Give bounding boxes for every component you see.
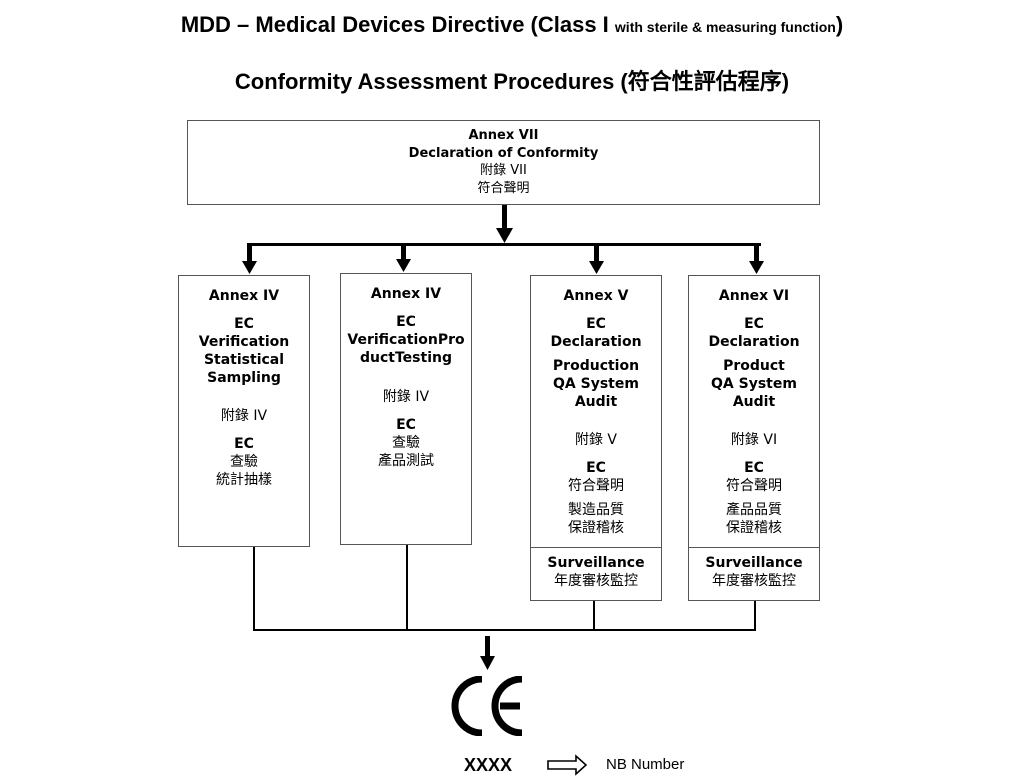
- annex-label: Annex IV: [208, 288, 280, 304]
- procedure-line: Declaration: [550, 334, 642, 350]
- procedure-line: Sampling: [207, 370, 281, 386]
- surveillance-label-zh: 年度審核監控: [712, 573, 796, 589]
- procedure-line: Audit: [574, 394, 618, 410]
- procedure-line-zh: 統計抽樣: [216, 472, 272, 488]
- connector-ce-stem: [485, 636, 490, 657]
- procedure-line: Product: [723, 358, 785, 374]
- procedure-line-zh: 產品品質: [726, 502, 782, 518]
- procedure-line: Audit: [732, 394, 776, 410]
- annex-label-zh: 附錄 VI: [730, 432, 778, 448]
- ec-label: EC: [586, 460, 606, 476]
- procedure-line: EC: [744, 316, 764, 332]
- arrow-to-box-4: [749, 245, 764, 274]
- surveillance-label: Surveillance: [705, 555, 803, 571]
- procedure-line-zh: 符合聲明: [568, 478, 624, 494]
- annex-label-zh: 附錄 VII: [480, 163, 527, 178]
- annex-label: Annex VII: [468, 128, 539, 143]
- procedure-line-zh: 製造品質: [568, 502, 624, 518]
- procedure-line: Declaration: [708, 334, 800, 350]
- procedure-line-zh: 符合聲明: [726, 478, 782, 494]
- procedure-line: EC: [234, 316, 254, 332]
- procedure-name: Declaration of Conformity: [408, 145, 599, 161]
- ce-mark-logo: [451, 676, 523, 736]
- procedure-name-zh: 符合聲明: [477, 180, 530, 196]
- procedure-line-zh: 產品測試: [378, 453, 434, 469]
- procedure-line-zh: 查驗: [392, 435, 420, 451]
- annex-label-zh: 附錄 IV: [220, 408, 268, 424]
- nb-number-label: NB Number: [606, 756, 685, 773]
- arrow-to-box-1: [242, 245, 257, 274]
- connector-top-arrowhead: [496, 228, 513, 243]
- procedure-line: Statistical: [203, 352, 285, 368]
- annex-label: Annex V: [563, 288, 629, 304]
- ec-label: EC: [234, 436, 254, 452]
- connector-distribution-line: [247, 243, 761, 246]
- arrow-to-box-3: [589, 245, 604, 274]
- nb-number-arrow-icon: [547, 754, 588, 776]
- procedure-line: Verification: [198, 334, 290, 350]
- title-line-2: Conformity Assessment Procedures (符合性評估程…: [234, 69, 790, 94]
- annex-iv-product-testing-box: Annex IV EC VerificationPro ductTesting …: [340, 273, 472, 545]
- title-line-1: MDD – Medical Devices Directive (Class I…: [180, 12, 844, 37]
- procedure-line: QA System: [553, 376, 639, 392]
- procedure-line: EC: [396, 314, 416, 330]
- connector-top-stem: [502, 205, 507, 229]
- surveillance-label-zh: 年度審核監控: [554, 573, 638, 589]
- ec-label: EC: [744, 460, 764, 476]
- arrow-to-box-2: [396, 245, 411, 272]
- connector-collector: [253, 545, 756, 631]
- procedure-line: ductTesting: [360, 350, 452, 366]
- annex-label: Annex VI: [718, 288, 790, 304]
- procedure-line: VerificationPro: [347, 332, 465, 348]
- annex-label-zh: 附錄 V: [574, 432, 618, 448]
- nb-number-placeholder: XXXX: [464, 755, 513, 775]
- procedure-line-zh: 保證稽核: [726, 520, 782, 536]
- surveillance-label: Surveillance: [547, 555, 645, 571]
- procedure-line: EC: [586, 316, 606, 332]
- annex-iv-statistical-sampling-box: Annex IV EC Verification Statistical Sam…: [178, 275, 310, 547]
- annex-v-production-qa-box: Annex V EC Declaration Production QA Sys…: [530, 275, 662, 601]
- procedure-line: Production: [552, 358, 640, 374]
- procedure-line: QA System: [711, 376, 797, 392]
- procedure-line-zh: 保證稽核: [568, 520, 624, 536]
- surveillance-section: Surveillance 年度審核監控: [531, 547, 661, 600]
- connector-ce-arrowhead: [480, 656, 495, 670]
- annex-vi-product-qa-box: Annex VI EC Declaration Product QA Syste…: [688, 275, 820, 601]
- procedure-line-zh: 查驗: [230, 454, 258, 470]
- ec-label: EC: [396, 417, 416, 433]
- surveillance-section: Surveillance 年度審核監控: [689, 547, 819, 600]
- annex-vii-box: Annex VII Declaration of Conformity 附錄 V…: [187, 120, 820, 205]
- annex-label-zh: 附錄 IV: [382, 389, 430, 405]
- annex-label: Annex IV: [370, 286, 442, 302]
